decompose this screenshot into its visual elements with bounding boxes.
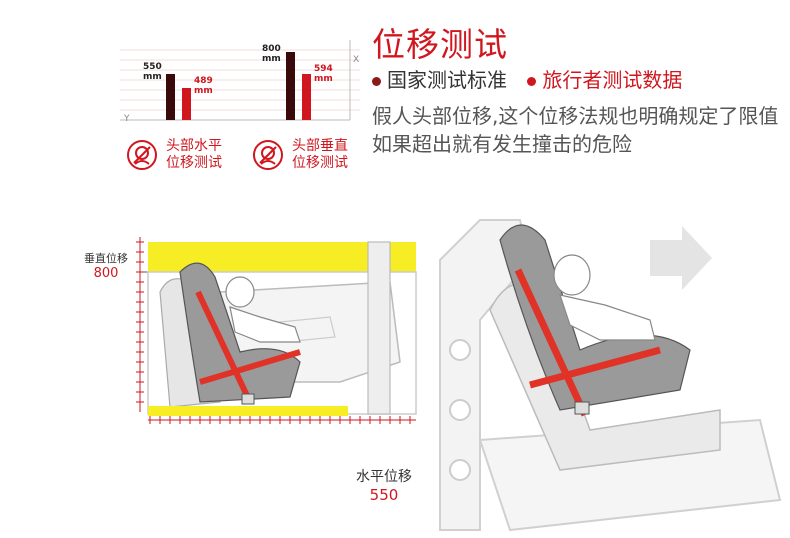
sled-joint bbox=[449, 399, 471, 421]
head-horizontal-icon bbox=[127, 140, 157, 170]
belt-buckle bbox=[241, 393, 255, 405]
child-head bbox=[553, 254, 591, 296]
sled-joint bbox=[449, 459, 471, 481]
horizontal-ruler bbox=[148, 416, 416, 424]
bar-vertical-standard bbox=[286, 52, 295, 120]
child-head bbox=[225, 276, 255, 308]
value-horizontal-measured: 489 mm bbox=[194, 76, 213, 96]
badge-horizontal-label: 头部水平位移测试 bbox=[166, 138, 222, 171]
mini-chart-grid bbox=[120, 49, 360, 111]
badge-horizontal-test: 头部水平位移测试 bbox=[126, 138, 226, 172]
test-sled-diagram bbox=[439, 219, 782, 532]
horizontal-limit-band bbox=[148, 406, 348, 416]
vertical-ruler bbox=[136, 237, 144, 412]
child-body bbox=[559, 294, 656, 341]
horizontal-displacement-value: 550 bbox=[369, 486, 399, 504]
value-vertical-measured: 594 mm bbox=[314, 64, 333, 84]
vertical-displacement: 垂直位移 800 bbox=[82, 250, 130, 281]
description: 假人头部位移,这个位移法规也明确规定了限值如果超出就有发生撞击的危险 bbox=[372, 104, 779, 156]
bar-horizontal-standard bbox=[166, 74, 175, 120]
mini-displacement-chart bbox=[120, 40, 360, 121]
legend-label-traveler: 旅行者测试数据 bbox=[542, 68, 683, 92]
sled-joint bbox=[449, 339, 471, 361]
page-title: 位移测试 bbox=[372, 25, 508, 64]
pillar bbox=[367, 241, 391, 415]
vertical-displacement-label: 垂直位移 bbox=[84, 252, 128, 265]
mini-x-axis-label: X bbox=[353, 55, 360, 65]
badge-vertical-test: 头部垂直位移测试 bbox=[252, 138, 352, 172]
bar-vertical-measured bbox=[302, 74, 311, 120]
legend-dot-national bbox=[372, 77, 381, 86]
head-vertical-icon bbox=[253, 140, 283, 170]
bar-horizontal-measured bbox=[182, 88, 191, 120]
legend-label-national: 国家测试标准 bbox=[387, 68, 507, 92]
legend-dot-traveler bbox=[527, 77, 537, 86]
value-horizontal-standard: 550 mm bbox=[143, 62, 162, 82]
horizontal-displacement: 水平位移 550 bbox=[344, 466, 424, 504]
belt-buckle bbox=[574, 401, 590, 415]
legend-item-traveler: 旅行者测试数据 bbox=[527, 68, 682, 92]
badge-vertical-label: 头部垂直位移测试 bbox=[292, 138, 348, 171]
horizontal-displacement-label: 水平位移 bbox=[356, 469, 412, 485]
vertical-displacement-value: 800 bbox=[93, 266, 119, 281]
child-body bbox=[229, 306, 301, 343]
child-seat-shell bbox=[499, 224, 691, 411]
value-vertical-standard: 800 mm bbox=[262, 44, 281, 64]
car-interior-diagram bbox=[136, 237, 417, 424]
seat-belt bbox=[195, 290, 301, 404]
mini-y-axis-label: Y bbox=[124, 114, 130, 124]
direction-arrow-icon bbox=[650, 226, 712, 290]
seat-belt bbox=[514, 268, 661, 417]
legend-item-national: 国家测试标准 bbox=[372, 68, 513, 92]
legend: 国家测试标准 旅行者测试数据 bbox=[372, 64, 696, 93]
